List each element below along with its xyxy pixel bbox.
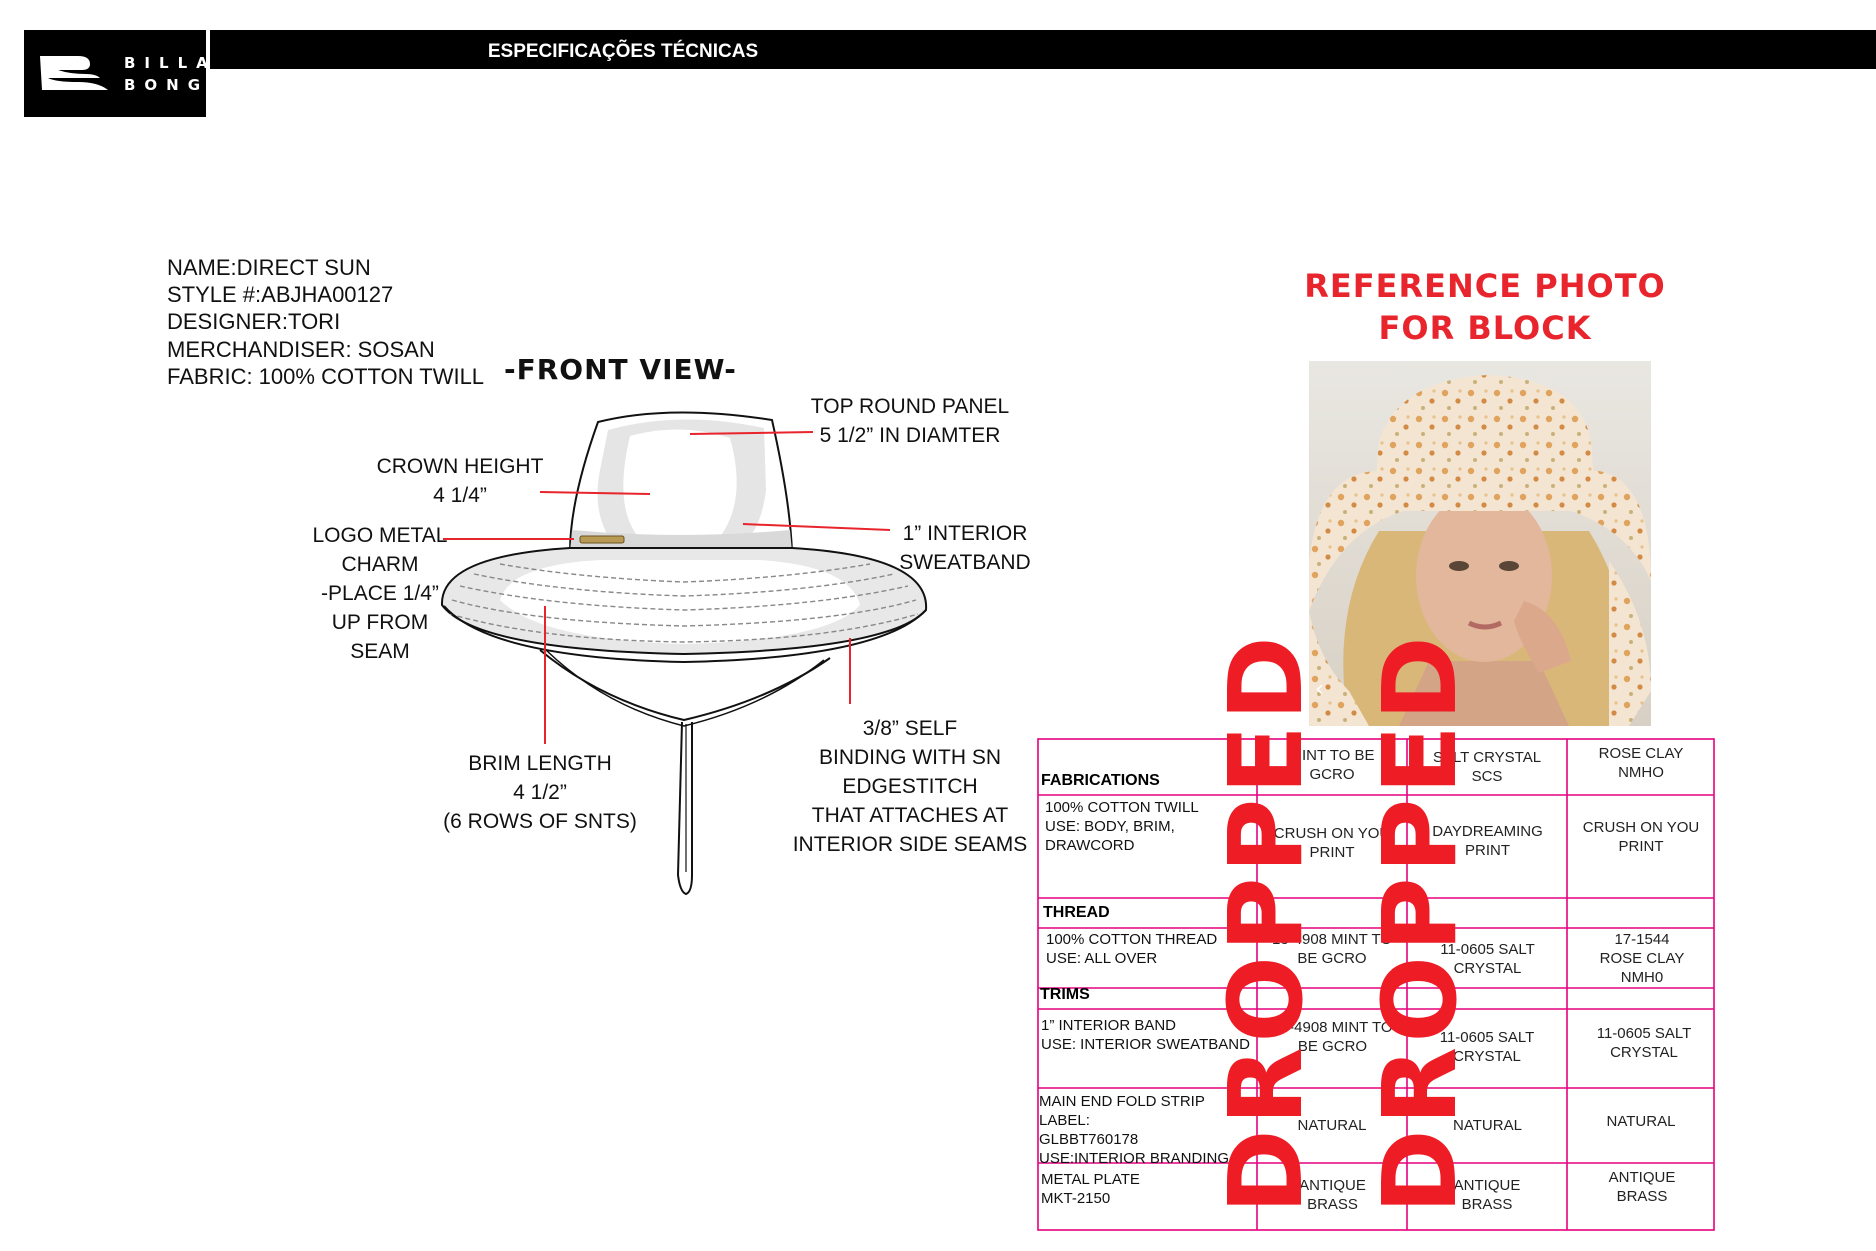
cell-plate-mint: ANTIQUE BRASS	[1299, 1177, 1366, 1213]
model-in-bucket-hat-image: ‹	[1309, 361, 1651, 726]
cell-fabric-rose: CRUSH ON YOU PRINT	[1582, 819, 1700, 855]
product-style: STYLE #:ABJHA00127	[167, 282, 394, 307]
product-designer: DESIGNER:TORI	[167, 309, 341, 334]
cell-label-mint: NATURAL	[1297, 1117, 1367, 1134]
brand-logo: BILLA BONG	[24, 30, 208, 117]
cell-thread-salt: 11-0605 SALT CRYSTAL	[1440, 941, 1535, 977]
cell-fabric-mint: CRUSH ON YOU PRINT	[1273, 825, 1391, 861]
view-label: -FRONT VIEW-	[504, 353, 737, 386]
product-name: NAME:DIRECT SUN	[167, 255, 371, 280]
product-fabric: FABRIC: 100% COTTON TWILL	[167, 364, 485, 389]
cell-fabric-salt: DAYDREAMING PRINT	[1432, 823, 1543, 859]
product-merchandiser: MERCHANDISER: SOSAN	[167, 337, 435, 362]
cell-band-rose: 11-0605 SALT CRYSTAL	[1596, 1025, 1692, 1061]
cell-thread-rose: 17-1544 ROSE CLAY NMH0	[1599, 931, 1685, 986]
cell-plate-salt: ANTIQUE BRASS	[1453, 1177, 1521, 1213]
cell-band-salt: 11-0605 SALT CRYSTAL	[1439, 1029, 1535, 1065]
cell-plate-rose: ANTIQUE BRASS	[1608, 1169, 1676, 1205]
section-trims: TRIMS	[1040, 986, 1090, 1003]
spec-table-grid	[1037, 738, 1715, 1231]
wave-logo-icon	[40, 56, 108, 90]
carousel-prev-icon: ‹	[1315, 677, 1324, 702]
cell-label-rose: NATURAL	[1606, 1113, 1676, 1130]
hat-technical-sketch	[440, 411, 928, 896]
section-fabrications: FABRICATIONS	[1041, 772, 1160, 789]
cell-band-mint: 13-4908 MINT TO BE GCRO	[1272, 1019, 1393, 1055]
section-thread: THREAD	[1043, 904, 1110, 921]
brand-wordmark: BILLA BONG	[124, 54, 217, 94]
reference-photo-title: REFERENCE PHOTO FOR BLOCK	[1304, 267, 1666, 347]
dropped-stamp-mint: DROPPED	[1207, 632, 1326, 1214]
page-title: ESPECIFICAÇÕES TÉCNICAS	[487, 41, 759, 62]
cell-label-salt: NATURAL	[1453, 1117, 1522, 1134]
cell-thread-mint: 13-4908 MINT TO BE GCRO	[1271, 931, 1393, 967]
page-title-bar: ESPECIFICAÇÕES TÉCNICAS	[210, 30, 1876, 69]
reference-photo: ‹	[1309, 361, 1651, 726]
dropped-stamp-salt: DROPPED	[1361, 632, 1480, 1214]
